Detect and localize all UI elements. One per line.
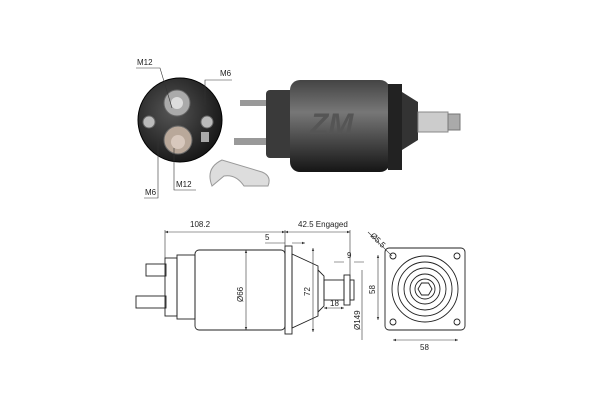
end-view-photo	[137, 77, 223, 163]
side-view-photo: ZM	[234, 80, 461, 172]
dim-flange-height: 72	[303, 287, 312, 296]
dimension-lines	[164, 230, 458, 342]
dim-pinion-width: 9	[347, 251, 352, 260]
label-m12-bottom: M12	[176, 180, 192, 189]
terminal-m6-right	[200, 115, 214, 129]
terminal-m6-left	[142, 115, 156, 129]
dim-shaft-length: 18	[330, 299, 339, 308]
label-m6-bottom: M6	[145, 188, 157, 197]
photo-leaders	[136, 67, 232, 199]
dim-engaged: 42.5 Engaged	[298, 220, 348, 229]
dim-overall-length: 108.2	[190, 220, 211, 229]
dim-hole-horizontal: 58	[420, 343, 429, 352]
logo: ZM	[309, 108, 354, 141]
bracket-photo	[209, 159, 270, 187]
dim-body-diameter: Ø66	[236, 286, 245, 302]
dim-hole-vertical: 58	[368, 285, 377, 294]
label-m12-top: M12	[137, 58, 153, 67]
label-m6-top: M6	[220, 69, 232, 78]
side-drawing	[135, 245, 355, 335]
dim-hole-diameter: Ø5.5	[369, 231, 388, 250]
face-view-drawing	[384, 247, 466, 331]
dim-flange: 5	[265, 233, 270, 242]
dim-pinion-diameter: Ø149	[353, 310, 362, 330]
